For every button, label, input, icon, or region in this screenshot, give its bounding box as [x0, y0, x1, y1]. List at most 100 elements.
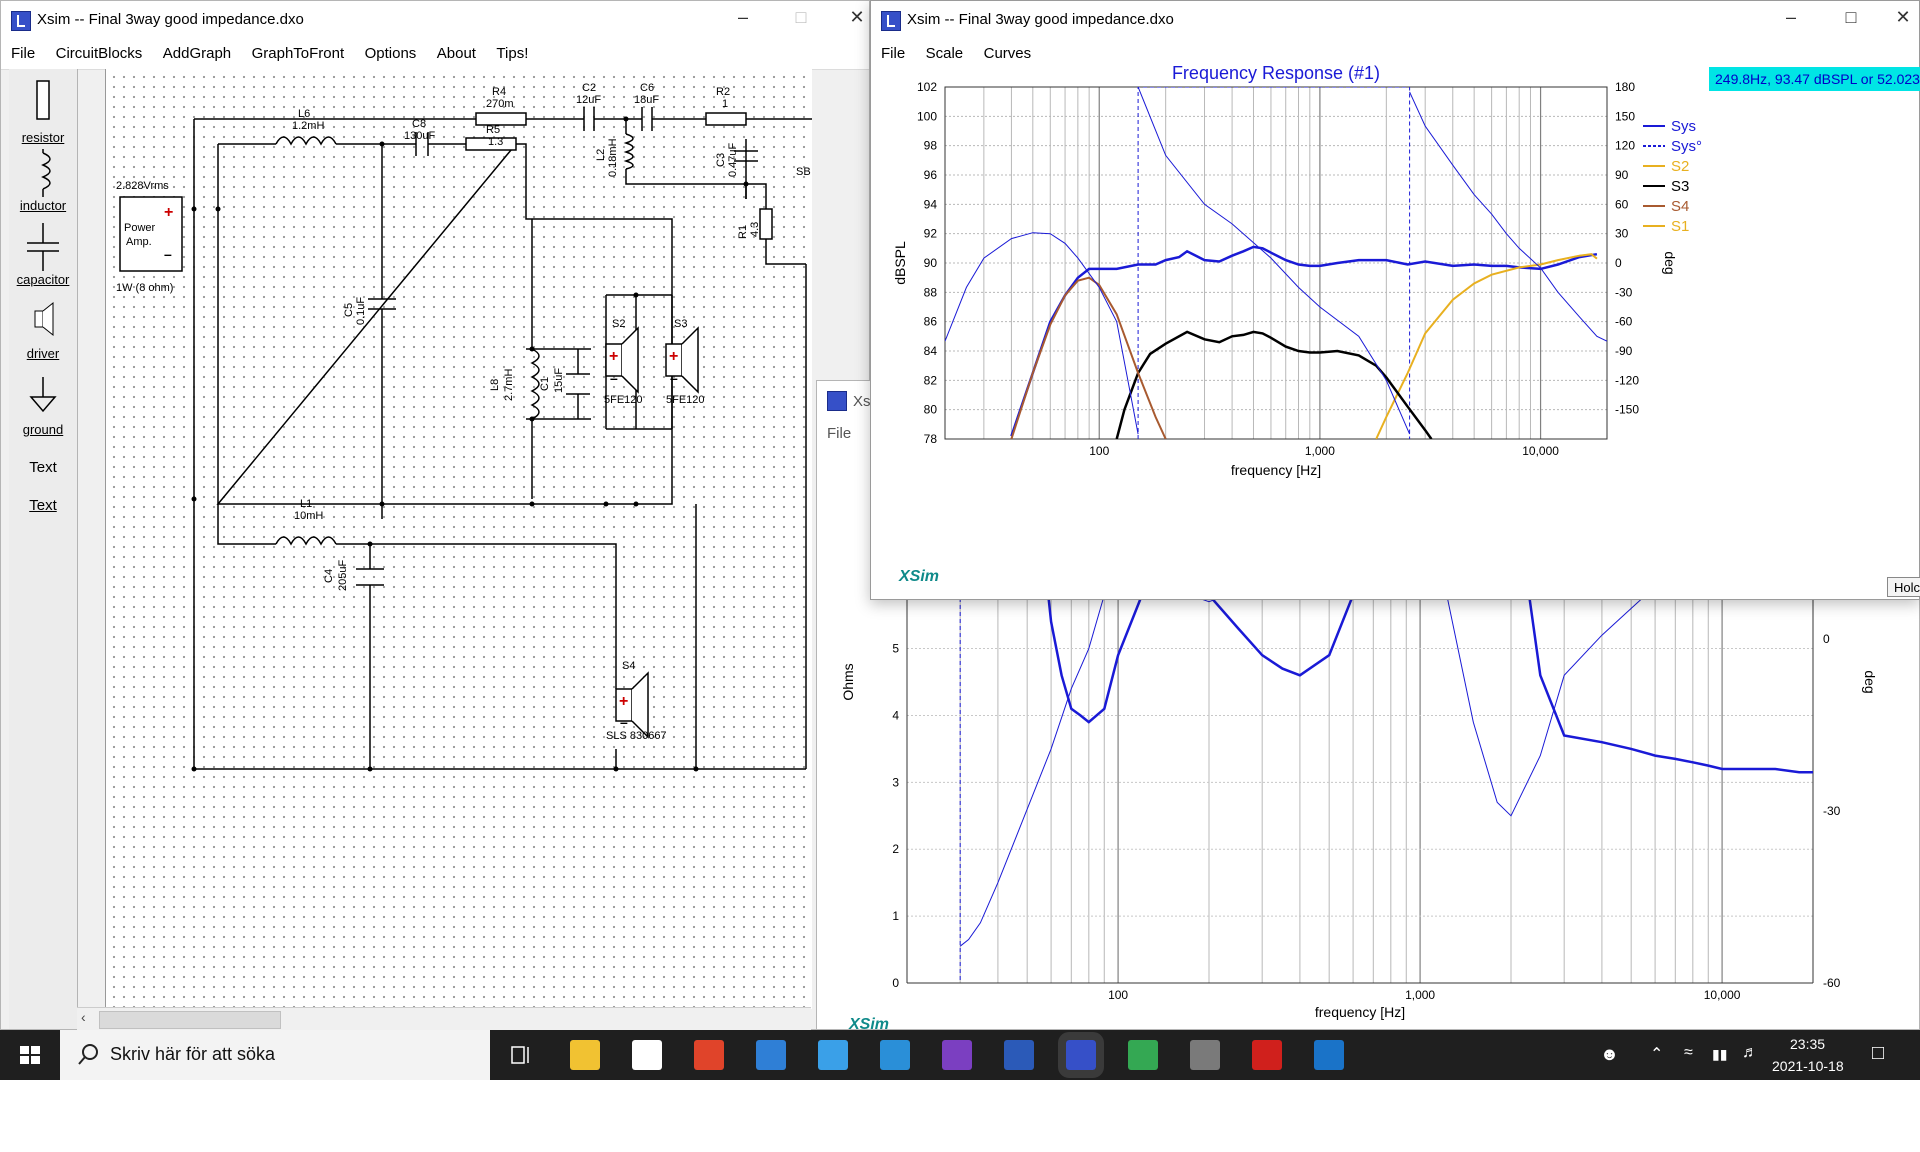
palette-resistor[interactable]: resistor: [9, 75, 77, 145]
fr-x-tick-label: 100: [1089, 444, 1109, 458]
c3-capacitor[interactable]: [734, 150, 758, 162]
schematic-canvas[interactable]: +++++ ––––– 2.828Vrms Power Amp. 1W (8 o…: [105, 69, 812, 1009]
palette-text-underlined[interactable]: Text: [9, 497, 77, 514]
menu-addgraph[interactable]: AddGraph: [162, 45, 232, 62]
horizontal-scrollbar[interactable]: ‹: [77, 1007, 811, 1030]
store-icon[interactable]: [632, 1040, 662, 1070]
fr-close-button[interactable]: ✕: [1895, 7, 1911, 27]
power-amp-source[interactable]: [119, 196, 183, 272]
r4-resistor[interactable]: [475, 112, 527, 126]
acrobat-icon[interactable]: [1252, 1040, 1282, 1070]
schematic-titlebar[interactable]: Xsim -- Final 3way good impedance.dxo – …: [1, 1, 869, 41]
menu-about[interactable]: About: [436, 45, 476, 62]
svg-text:+: +: [619, 693, 628, 710]
l8-value: 2.7mH: [503, 369, 515, 401]
s3-driver[interactable]: [665, 326, 699, 394]
scrollbar-thumb[interactable]: [99, 1011, 281, 1029]
hold-button[interactable]: Holc: [1887, 577, 1920, 597]
impedance-titlebar[interactable]: Xs: [817, 381, 1919, 421]
app-red-icon[interactable]: [694, 1040, 724, 1070]
clock-time[interactable]: 23:35: [1790, 1036, 1826, 1052]
l8-inductor[interactable]: [530, 348, 540, 420]
l6-value: 1.2mH: [292, 120, 324, 132]
close-button[interactable]: ✕: [849, 7, 865, 27]
menu-circuitblocks[interactable]: CircuitBlocks: [55, 45, 143, 62]
edge-icon[interactable]: [818, 1040, 848, 1070]
mail-icon[interactable]: [756, 1040, 786, 1070]
wifi-icon[interactable]: ≈: [1684, 1044, 1693, 1061]
fr-y2-tick-label: 30: [1615, 227, 1629, 241]
frequency-response-window: Xsim -- Final 3way good impedance.dxo – …: [870, 0, 1920, 600]
word-icon[interactable]: [1004, 1040, 1034, 1070]
minimize-button[interactable]: –: [737, 7, 748, 27]
l2-inductor[interactable]: [623, 133, 634, 170]
volume-icon[interactable]: ♬: [1742, 1044, 1758, 1061]
people-icon[interactable]: ☻: [1600, 1044, 1619, 1064]
s2-driver[interactable]: [605, 326, 639, 394]
windows-start-icon[interactable]: [0, 1030, 60, 1080]
onenote-icon[interactable]: [942, 1040, 972, 1070]
c4-capacitor[interactable]: [356, 568, 384, 586]
taskbar-search[interactable]: Skriv här för att söka: [60, 1030, 490, 1080]
s3-model: 5FE120: [666, 394, 705, 406]
fr-series-line-0: [1010, 245, 1598, 437]
fr-menu-file[interactable]: File: [881, 45, 906, 62]
capacitor-icon: [27, 223, 59, 271]
xsim-app-icon: [11, 11, 31, 31]
palette-driver[interactable]: driver: [9, 299, 77, 361]
outlook-icon[interactable]: [1314, 1040, 1344, 1070]
palette-ground[interactable]: ground: [9, 375, 77, 437]
c6-capacitor[interactable]: [641, 107, 653, 131]
xsim-icon[interactable]: [1058, 1032, 1104, 1078]
chrome-icon[interactable]: [1128, 1040, 1158, 1070]
c3-label: C3: [715, 153, 727, 167]
fr-series-line-5: [1540, 253, 1598, 266]
frequency-response-chart[interactable]: Frequency Response (#1)78808284868890929…: [871, 1, 1920, 601]
l1-inductor[interactable]: [275, 536, 337, 546]
c2-value: 12uF: [576, 94, 601, 106]
fr-y2-tick-label: -120: [1615, 373, 1639, 387]
maximize-button[interactable]: □: [795, 7, 807, 27]
file-explorer-icon[interactable]: [570, 1040, 600, 1070]
c8-capacitor[interactable]: [415, 132, 429, 156]
menu-options[interactable]: Options: [364, 45, 417, 62]
r2-resistor[interactable]: [705, 112, 747, 126]
palette-capacitor[interactable]: capacitor: [9, 221, 77, 287]
fr-series-group: [945, 87, 1607, 439]
fr-minimize-button[interactable]: –: [1785, 7, 1796, 27]
fr-menu-scale[interactable]: Scale: [925, 45, 964, 62]
fr-menu-curves[interactable]: Curves: [983, 45, 1032, 62]
scroll-left-arrow-icon[interactable]: ‹: [81, 1009, 86, 1025]
source-power-label: 1W (8 ohm): [116, 282, 173, 294]
l1-value: 10mH: [294, 510, 323, 522]
chevron-up-icon[interactable]: ⌃: [1650, 1046, 1664, 1063]
c1-capacitor[interactable]: [566, 373, 590, 395]
menu-file[interactable]: File: [11, 45, 36, 62]
fr-y2-tick-label: 180: [1615, 80, 1635, 94]
clock-date[interactable]: 2021-10-18: [1772, 1058, 1844, 1074]
calculator-icon[interactable]: [1190, 1040, 1220, 1070]
c1-value: 15uF: [553, 368, 565, 393]
task-view-icon[interactable]: [500, 1030, 540, 1080]
fr-legend-label: S1: [1671, 218, 1689, 235]
c2-capacitor[interactable]: [583, 107, 595, 131]
s4-driver[interactable]: [615, 671, 649, 739]
palette-text-plain[interactable]: Text: [9, 459, 77, 476]
battery-icon[interactable]: ▮▮: [1712, 1046, 1728, 1062]
fr-maximize-button[interactable]: □: [1845, 7, 1857, 27]
imp-x-tick-label: 100: [1108, 988, 1128, 1002]
svg-text:–: –: [164, 246, 172, 262]
l6-inductor[interactable]: [275, 136, 337, 146]
palette-inductor[interactable]: inductor: [9, 149, 77, 213]
r1-resistor[interactable]: [759, 208, 773, 240]
l-app-icon[interactable]: [880, 1040, 910, 1070]
r5-resistor[interactable]: [465, 137, 517, 151]
schematic-drawing: +++++ ––––– 2.828Vrms Power Amp. 1W (8 o…: [116, 82, 812, 772]
impedance-menu-file[interactable]: File: [827, 425, 852, 442]
c5-capacitor[interactable]: [368, 298, 396, 310]
fr-legend-label: Sys°: [1671, 138, 1702, 155]
menu-graphtofront[interactable]: GraphToFront: [251, 45, 345, 62]
fr-titlebar[interactable]: Xsim -- Final 3way good impedance.dxo – …: [871, 1, 1919, 41]
menu-tips[interactable]: Tips!: [496, 45, 529, 62]
notifications-icon[interactable]: □: [1872, 1042, 1885, 1064]
